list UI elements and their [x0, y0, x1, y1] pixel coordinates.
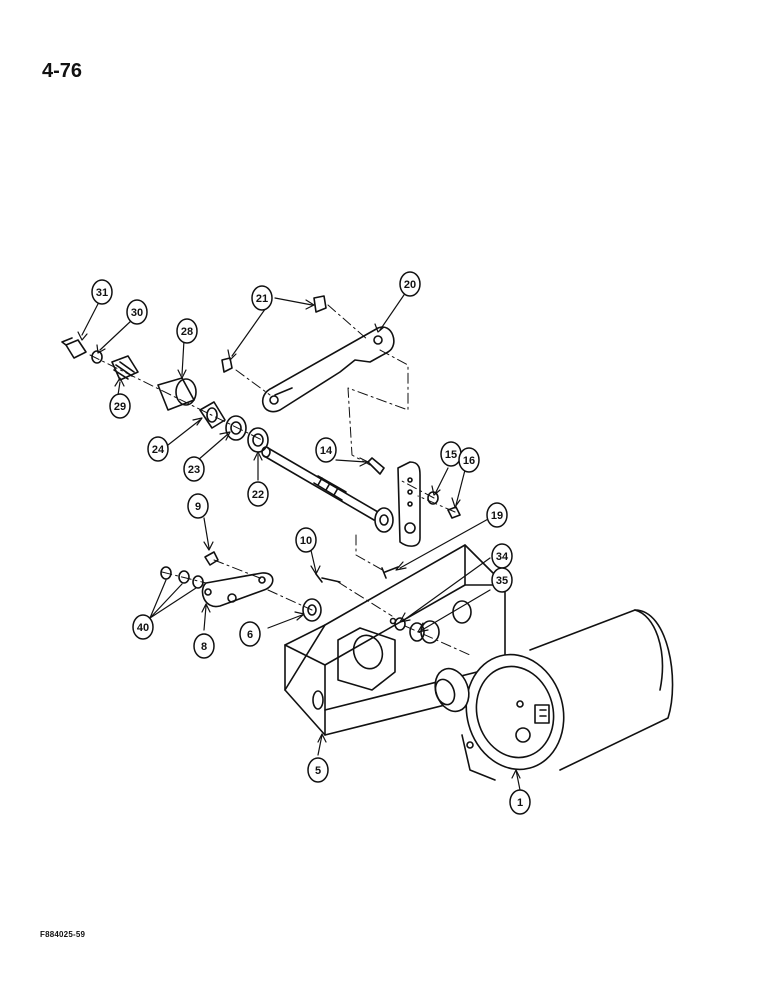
callout-label: 6 — [247, 629, 253, 641]
callout-label: 5 — [315, 765, 321, 777]
callout-circle — [399, 271, 421, 297]
callout-circle — [247, 481, 269, 507]
callout-5: 5 — [307, 757, 329, 783]
crank-arm — [367, 457, 421, 547]
callout-label: 20 — [404, 279, 416, 291]
pivot-hardware — [61, 337, 269, 453]
callout-label: 29 — [114, 401, 126, 413]
callout-31: 31 — [91, 279, 113, 305]
callout-28: 28 — [176, 318, 198, 344]
callout-circle — [295, 527, 317, 553]
drive-link — [261, 326, 395, 413]
callout-label: 28 — [181, 326, 193, 338]
callout-circle — [91, 279, 113, 305]
wiper-motor — [434, 609, 674, 781]
callout-circle — [132, 614, 154, 640]
callout-label: 15 — [445, 449, 457, 461]
callout-circle — [183, 456, 205, 482]
callout-label: 35 — [496, 575, 508, 587]
callout-circle — [315, 437, 337, 463]
callout-15: 15 — [440, 441, 462, 467]
callout-21: 21 — [251, 285, 273, 311]
callout-label: 1 — [517, 797, 523, 809]
callout-label: 23 — [188, 464, 200, 476]
callout-22: 22 — [247, 481, 269, 507]
callout-40: 40 — [132, 614, 154, 640]
callout-8: 8 — [193, 633, 215, 659]
callout-35: 35 — [491, 567, 513, 593]
leader-lines — [77, 291, 521, 791]
callout-label: 16 — [463, 455, 475, 467]
callout-circle — [458, 447, 480, 473]
callout-23: 23 — [183, 456, 205, 482]
callout-10: 10 — [295, 527, 317, 553]
callout-label: 24 — [152, 444, 165, 456]
callout-30: 30 — [126, 299, 148, 325]
callout-label: 9 — [195, 501, 201, 513]
callout-6: 6 — [239, 621, 261, 647]
callout-circle — [486, 502, 508, 528]
callout-circle — [509, 789, 531, 815]
callout-label: 14 — [320, 445, 333, 457]
callout-circle — [193, 633, 215, 659]
alignment-lines — [89, 304, 471, 656]
callout-29: 29 — [109, 393, 131, 419]
callout-24: 24 — [147, 436, 169, 462]
callout-label: 30 — [131, 307, 143, 319]
drive-shaft — [261, 446, 394, 533]
callout-label: 8 — [201, 641, 207, 653]
callout-circle — [239, 621, 261, 647]
callout-circle — [187, 493, 209, 519]
callout-label: 22 — [252, 489, 264, 501]
callout-label: 31 — [96, 287, 108, 299]
callout-14: 14 — [315, 437, 337, 463]
callout-label: 10 — [300, 535, 312, 547]
fasteners — [160, 295, 461, 642]
callout-circle — [147, 436, 169, 462]
callout-circle — [176, 318, 198, 344]
callout-circle — [251, 285, 273, 311]
callout-20: 20 — [399, 271, 421, 297]
callout-circle — [126, 299, 148, 325]
callout-label: 19 — [491, 510, 503, 522]
callout-1: 1 — [509, 789, 531, 815]
page-number: 4-76 — [42, 60, 83, 82]
callout-19: 19 — [486, 502, 508, 528]
callout-label: 21 — [256, 293, 268, 305]
callout-circle — [307, 757, 329, 783]
callout-circle — [491, 567, 513, 593]
callout-34: 34 — [491, 543, 513, 569]
figure-code: F884025-59 — [40, 930, 86, 939]
callout-9: 9 — [187, 493, 209, 519]
callout-label: 34 — [496, 551, 509, 563]
callout-16: 16 — [458, 447, 480, 473]
callout-circle — [109, 393, 131, 419]
callout-label: 40 — [137, 622, 149, 634]
